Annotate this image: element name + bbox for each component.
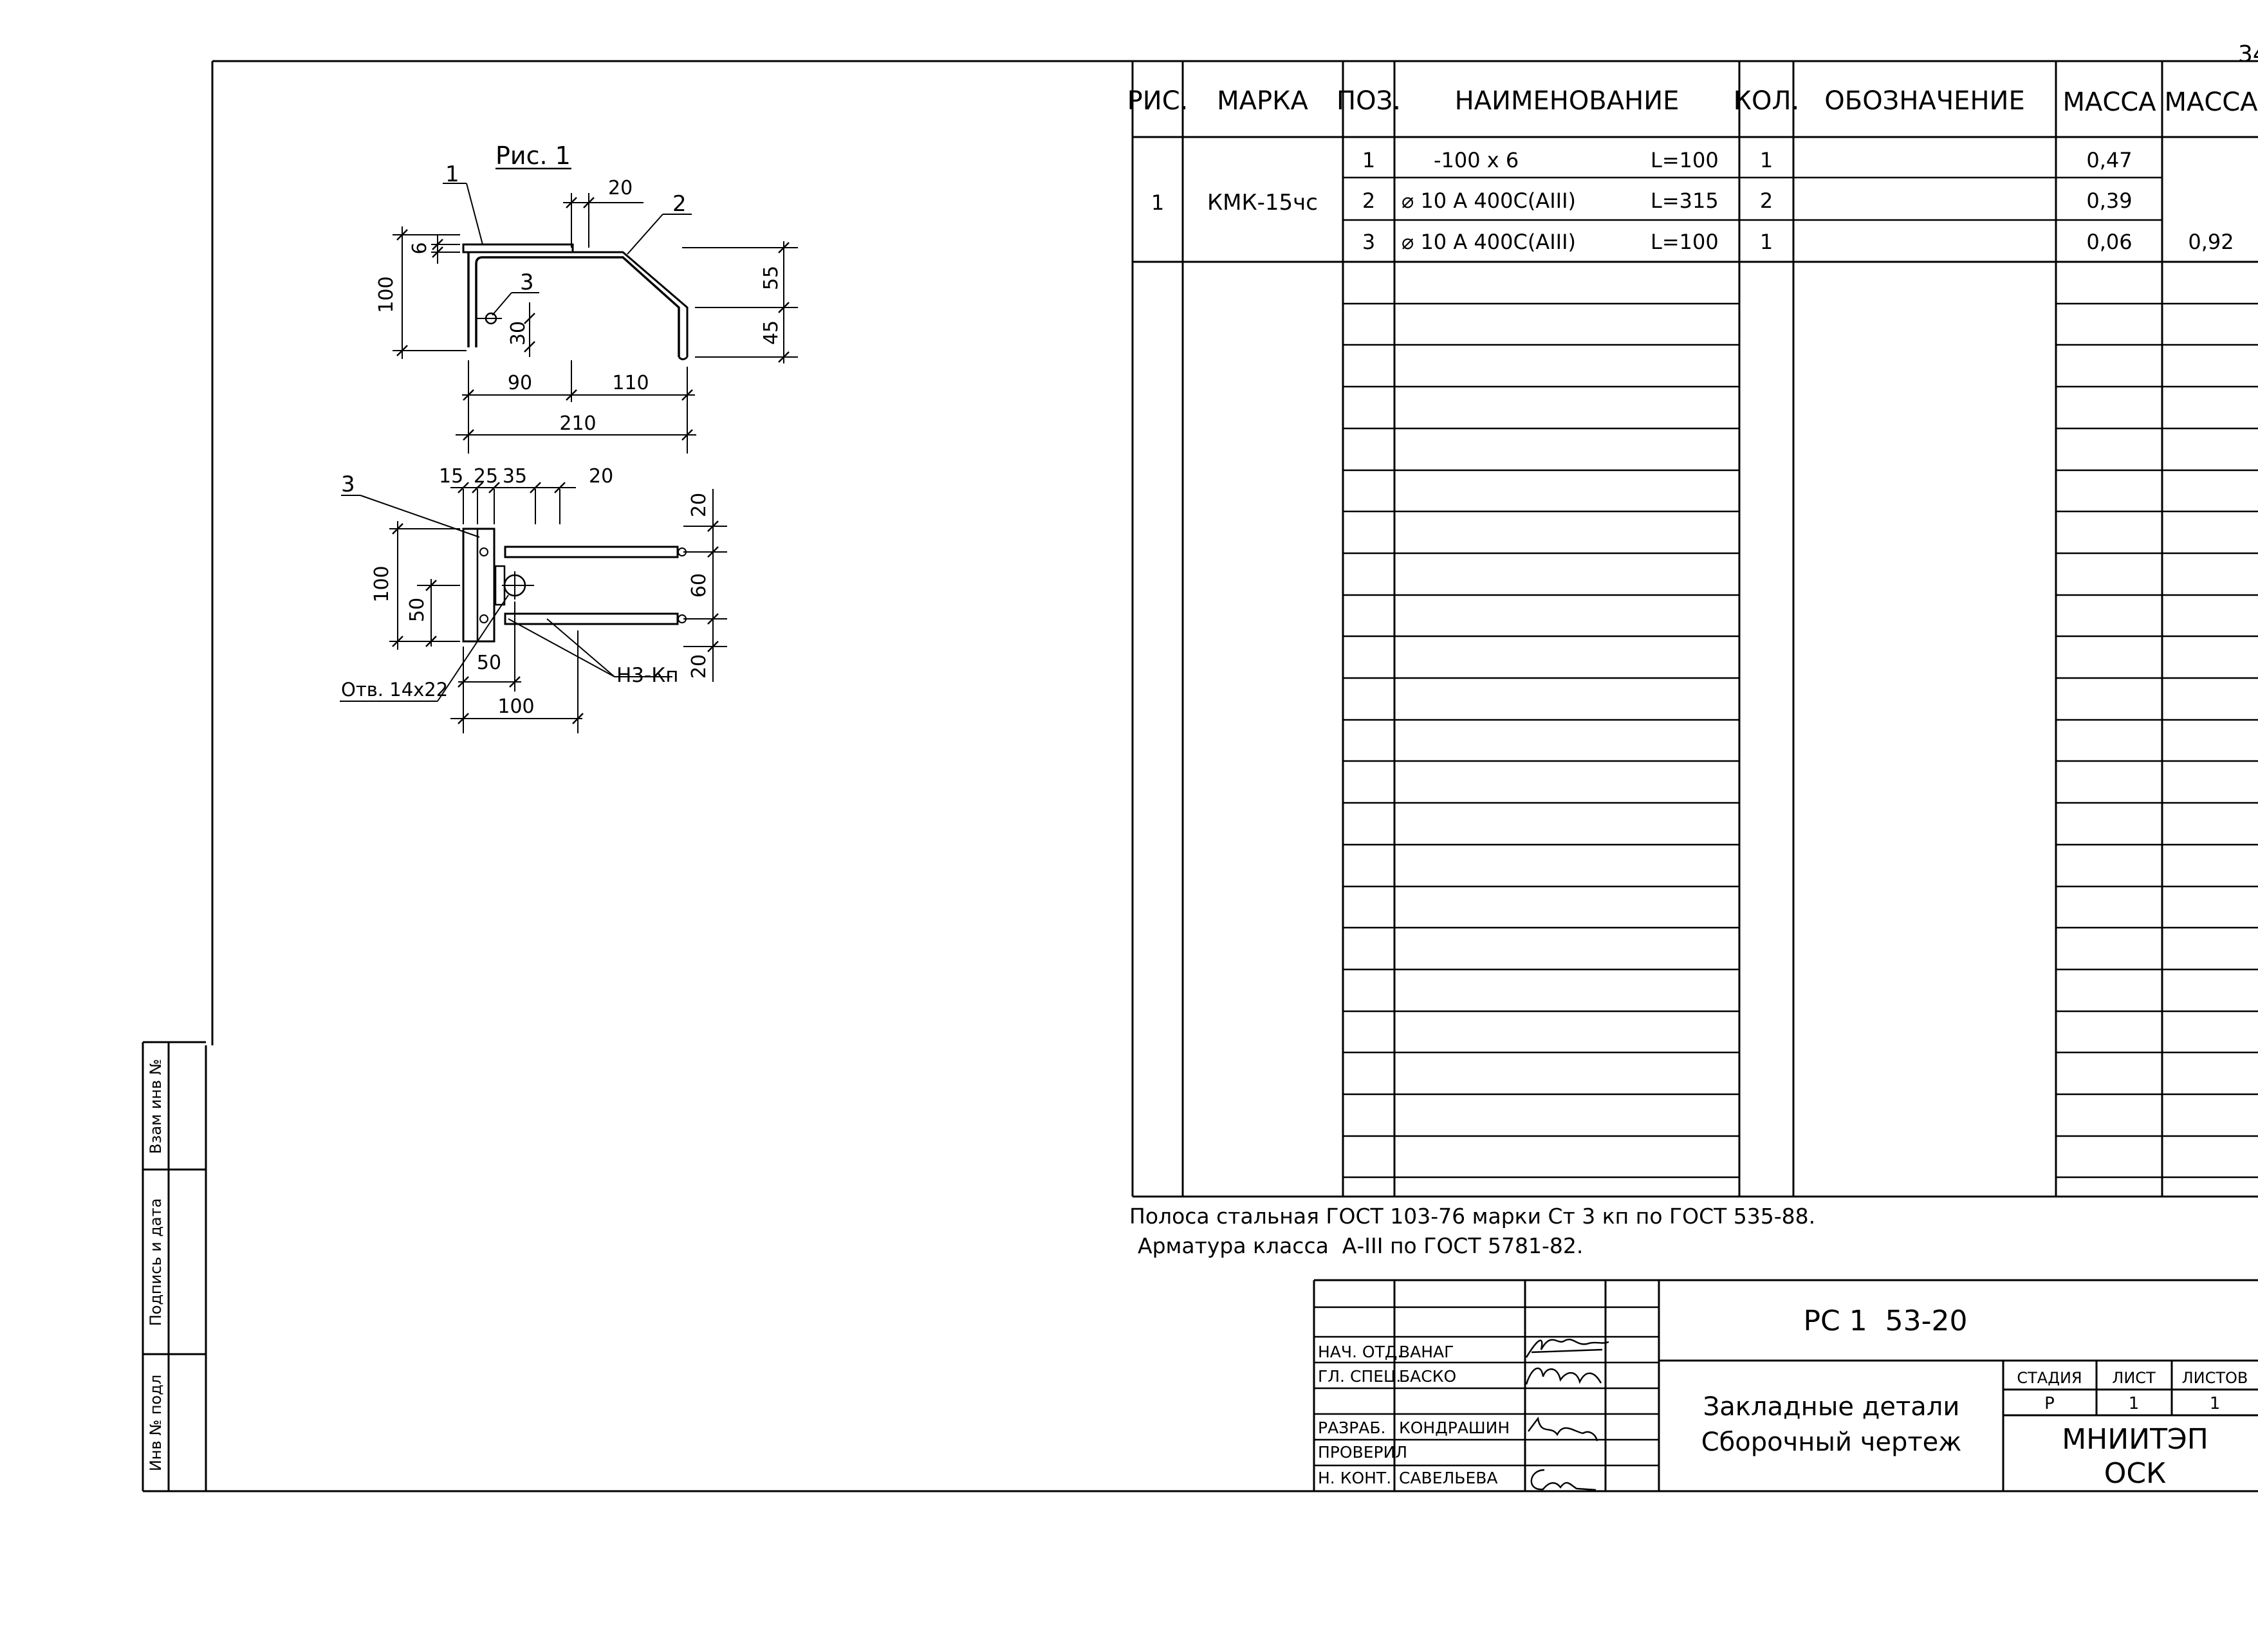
spec-table: РИС. МАРКА ПОЗ. НАИМЕНОВАНИЕ КОЛ. ОБОЗНА… — [1127, 61, 2258, 1198]
sheet-value: 1 — [2129, 1394, 2140, 1413]
dim-60: 60 — [688, 573, 710, 598]
dim-100-left: 100 — [375, 276, 398, 313]
qty-1: 1 — [1760, 148, 1773, 172]
length-1: L=100 — [1651, 148, 1719, 172]
signature-developer — [1528, 1417, 1598, 1442]
dim-90: 90 — [508, 372, 532, 394]
col-header-total-mass: МАССА — [2164, 87, 2258, 117]
dim-210: 210 — [559, 412, 596, 435]
qty-3: 1 — [1760, 230, 1773, 254]
note-strip-steel: Полоса стальная ГОСТ 103-76 марки Ст 3 к… — [1129, 1204, 1815, 1229]
side-view: 3 15 25 35 20 20 100 50 60 20 50 100 Отв… — [340, 465, 727, 733]
pos-1: 1 — [1362, 148, 1375, 172]
sheets-header: ЛИСТОВ — [2182, 1369, 2248, 1387]
hole-label: Отв. 14x22 — [341, 679, 448, 701]
name-3: ⌀ 10 А 400С(АIII) — [1402, 230, 1576, 254]
name-1: -100 x 6 — [1434, 148, 1519, 172]
dim-50-horizontal: 50 — [477, 652, 501, 674]
people-rows: НАЧ. ОТД. ВАНАГ ГЛ. СПЕЦ. БАСКО РАЗРАБ. … — [1318, 1343, 1510, 1487]
weld-label: Н3-Кп — [616, 664, 679, 687]
pos-2: 2 — [1362, 188, 1375, 213]
mass-3: 0,06 — [2086, 230, 2132, 254]
label-pos-2: 2 — [672, 191, 687, 217]
label-pos-3-side: 3 — [341, 472, 355, 497]
total-mass-value: 0,92 — [2188, 230, 2234, 254]
name-developer: КОНДРАШИН — [1399, 1418, 1510, 1437]
doc-title-line2: Сборочный чертеж — [1701, 1427, 1962, 1457]
dim-6: 6 — [409, 242, 431, 254]
mark-value: КМК-15чс — [1207, 190, 1318, 216]
fig-number: 1 — [1151, 190, 1164, 215]
dim-25: 25 — [474, 465, 498, 488]
role-head-dept: НАЧ. ОТД. — [1318, 1343, 1402, 1361]
doc-title-line1: Закладные детали — [1703, 1392, 1960, 1422]
length-3: L=100 — [1651, 230, 1719, 254]
frame — [143, 60, 2258, 1492]
stage-value: Р — [2044, 1394, 2055, 1413]
dim-45: 45 — [760, 320, 782, 345]
dim-55: 55 — [760, 266, 782, 290]
pos-3: 3 — [1362, 230, 1375, 254]
mass-2: 0,39 — [2086, 188, 2132, 213]
role-chief-spec: ГЛ. СПЕЦ. — [1318, 1367, 1401, 1386]
col-header-mark: МАРКА — [1217, 86, 1308, 116]
role-developer: РАЗРАБ. — [1318, 1418, 1385, 1437]
dim-20-top: 20 — [608, 177, 633, 199]
org-line2: ОСК — [2104, 1457, 2167, 1490]
col-header-designation: ОБОЗНАЧЕНИЕ — [1824, 86, 2024, 116]
dim-100-side: 100 — [371, 565, 393, 602]
doc-code: РС 1 53-20 — [1803, 1305, 1967, 1337]
side-stamp-replace: Взам инв № — [147, 1059, 165, 1154]
qty-2: 2 — [1760, 188, 1773, 213]
dim-30: 30 — [507, 321, 530, 345]
note-rebar-class: Арматура класса А-III по ГОСТ 5781-82. — [1138, 1233, 1583, 1258]
col-header-qty: КОЛ. — [1734, 86, 1800, 116]
dim-35: 35 — [503, 465, 527, 488]
org-line1: МНИИТЭП — [2062, 1423, 2208, 1456]
sheets-value: 1 — [2210, 1394, 2221, 1413]
mass-1: 0,47 — [2086, 148, 2132, 172]
dim-15: 15 — [439, 465, 463, 488]
dim-20-side-top: 20 — [589, 465, 613, 488]
signature-chief-spec — [1525, 1367, 1602, 1385]
role-checker: ПРОВЕРИЛ — [1318, 1443, 1407, 1462]
label-pos-3: 3 — [520, 270, 534, 295]
fig-title: Рис. 1 — [495, 142, 571, 170]
col-header-mass: МАССА — [2062, 87, 2156, 117]
name-2: ⌀ 10 А 400С(АIII) — [1402, 188, 1576, 213]
table-row: 3 ⌀ 10 А 400С(АIII) L=100 1 0,06 — [1362, 230, 2133, 254]
name-norm-control: САВЕЛЬЕВА — [1399, 1469, 1498, 1487]
title-block: РС 1 53-20 Закладные детали Сборочный че… — [1313, 1279, 2258, 1491]
stage-header: СТАДИЯ — [2017, 1369, 2082, 1387]
sheet-header: ЛИСТ — [2112, 1369, 2156, 1387]
label-pos-1: 1 — [445, 161, 459, 187]
dim-100-bottom: 100 — [497, 695, 534, 718]
side-stamp-sign-date: Подпись и дата — [147, 1198, 165, 1326]
col-header-fig: РИС. — [1127, 86, 1189, 116]
role-norm-control: Н. КОНТ. — [1318, 1469, 1391, 1487]
page-number: 34 — [2238, 41, 2258, 68]
table-row: 2 ⌀ 10 А 400С(АIII) L=315 2 0,39 — [1362, 188, 2133, 213]
name-chief-spec: БАСКО — [1399, 1367, 1456, 1386]
side-stamp: Взам инв № Подпись и дата Инв № подл — [142, 1041, 206, 1491]
signature-norm-control — [1530, 1469, 1596, 1491]
dim-20-right-top: 20 — [688, 493, 710, 517]
signature-head-dept — [1525, 1339, 1609, 1358]
length-2: L=315 — [1651, 188, 1719, 213]
dim-110: 110 — [612, 372, 649, 394]
name-head-dept: ВАНАГ — [1399, 1343, 1454, 1361]
table-row: 1 -100 x 6 L=100 1 0,47 — [1362, 148, 2133, 172]
col-header-pos: ПОЗ. — [1337, 86, 1401, 116]
top-view: Рис. 1 — [375, 142, 798, 454]
col-header-name: НАИМЕНОВАНИЕ — [1455, 86, 1680, 116]
side-stamp-inv: Инв № подл — [147, 1375, 165, 1471]
dim-50-vertical: 50 — [406, 598, 429, 622]
dim-20-right-bottom: 20 — [688, 654, 710, 679]
